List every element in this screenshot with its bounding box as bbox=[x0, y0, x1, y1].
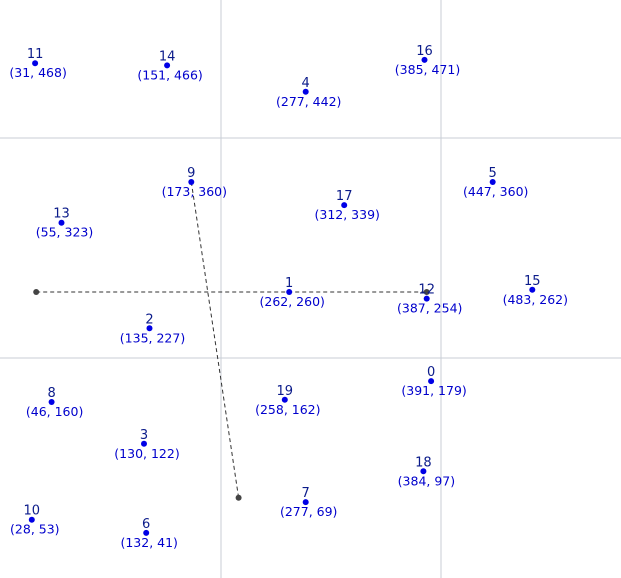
point-marker[interactable] bbox=[302, 88, 309, 95]
point-11[interactable]: 11 (31, 468) bbox=[9, 47, 66, 80]
point-marker[interactable] bbox=[281, 396, 288, 403]
point-7[interactable]: 7 (277, 69) bbox=[280, 486, 337, 519]
point-index-label: 1 bbox=[285, 276, 293, 291]
point-marker[interactable] bbox=[421, 56, 428, 63]
point-coordinate-label: (258, 162) bbox=[255, 402, 320, 417]
point-8[interactable]: 8 (46, 160) bbox=[26, 386, 83, 419]
point-index-label: 0 bbox=[427, 365, 435, 380]
point-18[interactable]: 18 (384, 97) bbox=[398, 455, 455, 488]
point-marker[interactable] bbox=[143, 529, 150, 536]
point-13[interactable]: 13 (55, 323) bbox=[36, 207, 93, 240]
point-coordinate-label: (173, 360) bbox=[162, 184, 227, 199]
point-marker[interactable] bbox=[302, 499, 309, 506]
point-0[interactable]: 0 (391, 179) bbox=[401, 365, 466, 398]
point-coordinate-label: (277, 69) bbox=[280, 504, 337, 519]
point-coordinate-label: (135, 227) bbox=[120, 330, 185, 345]
point-12[interactable]: 12 (387, 254) bbox=[397, 283, 462, 316]
point-index-label: 3 bbox=[140, 428, 148, 443]
point-coordinate-label: (55, 323) bbox=[36, 225, 93, 240]
point-index-label: 11 bbox=[27, 47, 44, 62]
point-coordinate-label: (46, 160) bbox=[26, 404, 83, 419]
segment-layer bbox=[33, 181, 430, 501]
point-index-label: 17 bbox=[336, 189, 353, 204]
point-marker[interactable] bbox=[28, 516, 35, 523]
point-marker[interactable] bbox=[489, 179, 496, 185]
point-index-label: 12 bbox=[418, 283, 435, 298]
point-marker[interactable] bbox=[32, 60, 39, 67]
point-index-label: 2 bbox=[145, 312, 153, 327]
point-index-label: 18 bbox=[415, 455, 432, 470]
point-marker[interactable] bbox=[48, 399, 55, 405]
point-coordinate-label: (447, 360) bbox=[463, 184, 528, 199]
point-index-label: 19 bbox=[277, 384, 294, 399]
point-index-label: 4 bbox=[302, 76, 310, 91]
point-index-label: 8 bbox=[47, 386, 55, 401]
point-index-label: 6 bbox=[142, 517, 150, 532]
point-marker[interactable] bbox=[164, 62, 171, 69]
point-index-label: 15 bbox=[524, 274, 541, 289]
point-marker[interactable] bbox=[58, 219, 65, 226]
point-10[interactable]: 10 (28, 53) bbox=[10, 504, 60, 537]
point-5[interactable]: 5 (447, 360) bbox=[463, 166, 528, 199]
point-coordinate-label: (132, 41) bbox=[120, 535, 177, 550]
point-layer: 0 (391, 179) 1 (262, 260) 2 (135, 227) 3 (130, … bbox=[9, 44, 568, 550]
point-15[interactable]: 15 (483, 262) bbox=[503, 274, 568, 307]
point-index-label: 7 bbox=[302, 486, 310, 501]
point-4[interactable]: 4 (277, 442) bbox=[276, 76, 341, 109]
point-coordinate-label: (262, 260) bbox=[259, 294, 324, 309]
point-marker[interactable] bbox=[188, 179, 195, 185]
point-coordinate-label: (483, 262) bbox=[503, 292, 568, 307]
diagonal-dashed-segment-endpoint-1[interactable] bbox=[235, 494, 242, 501]
point-14[interactable]: 14 (151, 466) bbox=[137, 49, 202, 82]
point-index-label: 13 bbox=[53, 207, 70, 222]
point-coordinate-label: (277, 442) bbox=[276, 94, 341, 109]
point-marker[interactable] bbox=[420, 468, 427, 475]
point-coordinate-label: (312, 339) bbox=[314, 207, 379, 222]
point-index-label: 10 bbox=[24, 504, 41, 519]
point-marker[interactable] bbox=[286, 289, 293, 295]
point-19[interactable]: 19 (258, 162) bbox=[255, 384, 320, 417]
point-marker[interactable] bbox=[146, 325, 153, 332]
horizontal-dashed-segment-endpoint-0[interactable] bbox=[33, 289, 40, 295]
point-index-label: 5 bbox=[489, 166, 497, 181]
point-9[interactable]: 9 (173, 360) bbox=[162, 166, 227, 199]
point-index-label: 9 bbox=[187, 166, 195, 181]
point-3[interactable]: 3 (130, 122) bbox=[114, 428, 179, 461]
point-17[interactable]: 17 (312, 339) bbox=[314, 189, 379, 222]
point-marker[interactable] bbox=[529, 286, 536, 293]
point-coordinate-label: (387, 254) bbox=[397, 301, 462, 316]
point-marker[interactable] bbox=[423, 295, 430, 302]
point-marker[interactable] bbox=[341, 202, 348, 209]
point-coordinate-label: (385, 471) bbox=[395, 62, 460, 77]
point-16[interactable]: 16 (385, 471) bbox=[395, 44, 460, 77]
point-coordinate-label: (130, 122) bbox=[114, 446, 179, 461]
point-coordinate-label: (28, 53) bbox=[10, 522, 60, 537]
point-coordinate-label: (391, 179) bbox=[401, 383, 466, 398]
diagonal-dashed-segment bbox=[190, 181, 240, 498]
point-2[interactable]: 2 (135, 227) bbox=[120, 312, 185, 345]
point-coordinate-label: (384, 97) bbox=[398, 473, 455, 488]
point-marker[interactable] bbox=[141, 440, 147, 447]
point-index-label: 16 bbox=[416, 44, 433, 59]
point-6[interactable]: 6 (132, 41) bbox=[120, 517, 177, 550]
point-1[interactable]: 1 (262, 260) bbox=[259, 276, 324, 309]
point-marker[interactable] bbox=[428, 378, 435, 385]
horizontal-dashed-segment-endpoint-1[interactable] bbox=[423, 289, 430, 295]
point-coordinate-label: (31, 468) bbox=[9, 65, 66, 80]
point-coordinate-label: (151, 466) bbox=[137, 67, 202, 82]
point-index-label: 14 bbox=[159, 49, 176, 64]
